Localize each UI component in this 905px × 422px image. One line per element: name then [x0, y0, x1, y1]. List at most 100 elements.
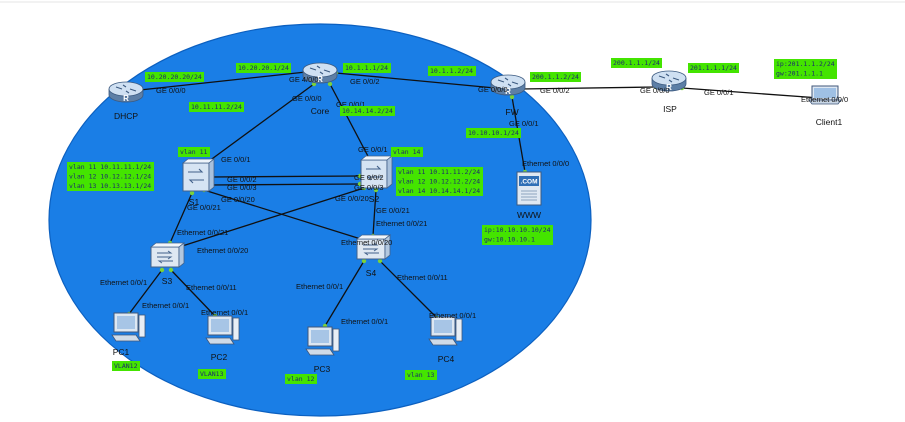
laptop-icon: [808, 85, 842, 105]
port-label-s1: GE 0/0/21: [187, 203, 221, 212]
port-label-core: GE 4/0/0: [289, 75, 319, 84]
device-s3[interactable]: S3: [149, 242, 186, 286]
port-dot-s2: [373, 187, 379, 193]
device-pc1[interactable]: PC1: [111, 312, 146, 357]
ip-tag-text: ip:201.1.1.2/24: [776, 60, 835, 68]
ip-tag-text: vlan 14 10.14.14.1/24: [398, 187, 480, 195]
link-core-fw: [335, 72, 496, 89]
link-s1-s3: [169, 192, 193, 244]
port-label-www: Ethernet 0/0/0: [522, 159, 569, 168]
ip-tag-text: VLAN13: [200, 370, 224, 378]
port-label-fw: GE 0/0/1: [509, 119, 539, 128]
link-core-s2: [329, 83, 371, 161]
ip-tag-text: vlan 11 10.11.11.1/24: [69, 163, 151, 171]
ip-tag-pc2-vlan: VLAN13: [198, 369, 226, 379]
device-pc3[interactable]: PC3: [305, 326, 340, 374]
ip-tag-text: 10.14.14.2/24: [342, 107, 393, 115]
device-www[interactable]: .COM WWW: [516, 171, 542, 220]
l3-switch-icon: [181, 158, 216, 192]
link-s2-s3: [175, 187, 365, 249]
ip-tag-dhcp-ip: 10.20.20.20/24: [145, 72, 204, 82]
ip-tag-text: ip:10.10.10.10/24: [484, 226, 551, 234]
ip-tag-fw-g000: 10.1.1.2/24: [428, 66, 476, 76]
ip-tag-text: 10.1.1.2/24: [430, 67, 473, 75]
ip-tag-fw-g002: 200.1.1.2/24: [530, 72, 581, 82]
port-label-pc2: Ethernet 0/0/1: [201, 308, 248, 317]
link-s3-pc1: [128, 269, 163, 315]
link-s1-s2: [209, 183, 361, 186]
link-s1-s2: [209, 175, 361, 178]
device-label-s4: S4: [366, 268, 377, 278]
ip-tag-core-g000: 10.11.11.2/24: [189, 102, 244, 112]
ip-tag-text: 200.1.1.2/24: [532, 73, 579, 81]
device-label-pc4: PC4: [438, 354, 455, 364]
device-label-dhcp: DHCP: [114, 111, 138, 121]
port-label-s3: Ethernet 0/0/1: [100, 278, 147, 287]
pc-icon: [205, 315, 240, 345]
ip-tag-text: 201.1.1.1/24: [690, 64, 737, 72]
port-label-s2: GE 0/0/2: [354, 173, 384, 182]
port-label-s1: GE 0/0/1: [221, 155, 251, 164]
ip-tag-client1-ip: ip:201.1.1.2/24 gw:201.1.1.1: [774, 59, 837, 79]
pc-icon: [428, 316, 463, 346]
ip-tag-text: gw:201.1.1.1: [776, 70, 823, 78]
device-label-s2: S2: [369, 194, 380, 204]
ip-tag-text: 10.11.11.2/24: [191, 103, 242, 111]
device-s4[interactable]: S4: [355, 234, 392, 278]
port-dot-s3: [159, 267, 165, 273]
port-label-s4: Ethernet 0/0/21: [376, 219, 427, 228]
device-fw[interactable]: RFW: [490, 74, 526, 117]
device-label-s1: S1: [189, 197, 200, 207]
router-icon: R: [651, 70, 687, 92]
ip-tag-fw-g001: 10.10.10.1/24: [466, 128, 521, 138]
port-dot-s4: [377, 258, 383, 264]
ip-tag-text: vlan 14: [393, 148, 420, 156]
device-s1[interactable]: S1: [181, 158, 216, 207]
port-label-fw: GE 0/0/0: [478, 85, 508, 94]
ip-tag-text: vlan 12 10.12.12.2/24: [398, 178, 480, 186]
port-label-s4: Ethernet 0/0/20: [341, 238, 392, 247]
router-icon: R: [302, 62, 338, 84]
ip-tag-pc3-vlan: vlan 12: [285, 374, 317, 384]
l3-switch-icon: [359, 155, 394, 189]
device-pc2[interactable]: PC2: [205, 315, 240, 362]
port-label-core: GE 0/0/2: [350, 77, 380, 86]
ip-tag-text: vlan 12: [287, 375, 314, 383]
svg-text:.COM: .COM: [521, 179, 538, 186]
port-label-isp: GE 0/0/1: [704, 88, 734, 97]
port-label-s1: GE 0/0/2: [227, 175, 257, 184]
port-label-s1: GE 0/0/20: [221, 195, 255, 204]
device-label-www: WWW: [517, 210, 541, 220]
device-label-client1: Client1: [816, 117, 843, 127]
svg-text:R: R: [666, 83, 672, 92]
ip-tag-core-g001: 10.14.14.2/24: [340, 106, 395, 116]
device-dhcp[interactable]: R DHCP: [108, 81, 144, 121]
device-client1[interactable]: Client1: [808, 85, 843, 127]
device-label-pc3: PC3: [314, 364, 331, 374]
port-label-pc3: Ethernet 0/0/1: [341, 317, 388, 326]
link-fw-isp: [520, 86, 657, 90]
link-s4-pc3: [324, 260, 365, 327]
port-dot-s3: [168, 267, 174, 273]
port-dot-s4: [361, 258, 367, 264]
ip-tag-text: 10.1.1.1/24: [345, 64, 388, 72]
port-label-core: GE 0/0/0: [292, 94, 322, 103]
device-pc4[interactable]: PC4: [428, 316, 463, 364]
port-label-s2: GE 0/0/20: [335, 194, 369, 203]
ip-tag-text: vlan 13: [407, 371, 434, 379]
switch-icon: [149, 242, 186, 268]
link-s2-s4: [372, 189, 377, 237]
device-s2[interactable]: S2: [359, 155, 394, 204]
port-dot-core: [327, 81, 333, 87]
router-icon: R: [108, 81, 144, 103]
port-label-s3: Ethernet 0/0/11: [186, 283, 237, 292]
port-label-pc1: Ethernet 0/0/1: [142, 301, 189, 310]
ip-tag-isp-g000: 200.1.1.1/24: [611, 58, 662, 68]
ip-tag-text: 10.20.20.1/24: [238, 64, 289, 72]
